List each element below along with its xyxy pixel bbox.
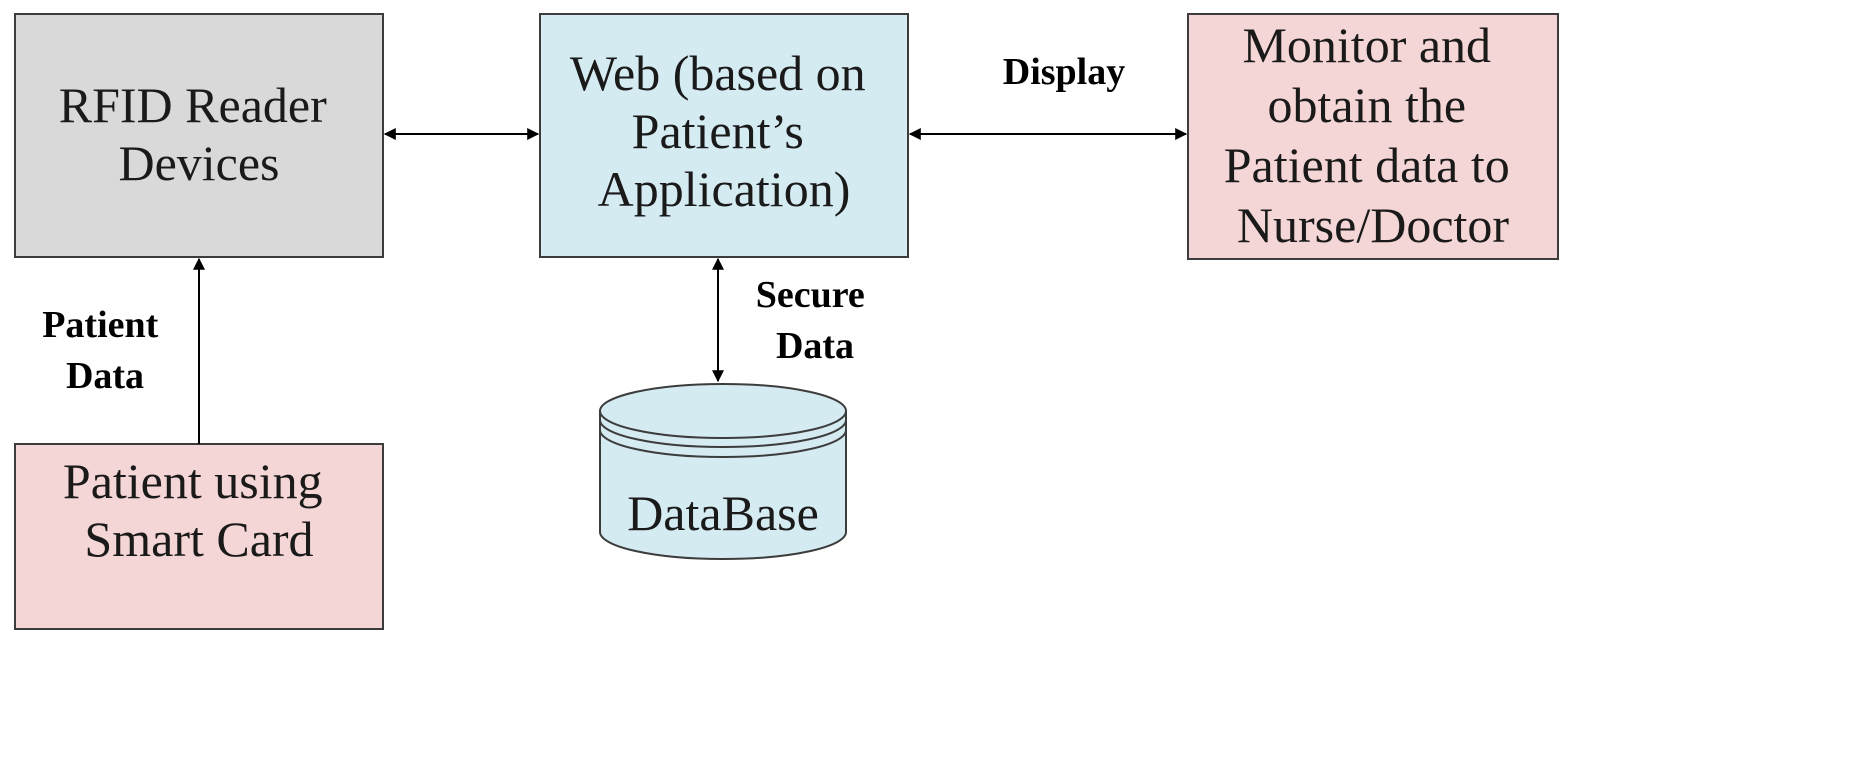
web-application-box: [539, 13, 909, 258]
database-cylinder-body: [599, 410, 847, 560]
monitor-label-line: obtain the: [1267, 77, 1466, 133]
web-application-label-line: Web (based on: [570, 45, 866, 101]
web-application-label-line: Patient’s: [632, 103, 804, 159]
patient-smart-card-label-line: Smart Card: [84, 511, 313, 567]
monitor-label-line: Nurse/Doctor: [1237, 197, 1509, 253]
database-label: DataBase: [627, 485, 819, 541]
patient-smart-card-box: [14, 443, 384, 630]
database-cylinder-top: [599, 383, 847, 439]
database-node: DataBase: [599, 383, 847, 560]
web-application-label: Web (based on Patient’s Application): [570, 45, 878, 217]
patient-smart-card-node: Patient using Smart Card: [14, 443, 384, 630]
monitor-label: Monitor and obtain the Patient data to N…: [1224, 17, 1523, 253]
database-cylinder-ring: [599, 429, 847, 458]
web-application-label-line: Application): [598, 161, 851, 217]
rfid-reader-label-line: Devices: [118, 135, 279, 191]
rfid-reader-label: RFID Reader Devices: [59, 77, 340, 191]
secure-data-edge-label-line: Secure: [756, 274, 865, 316]
display-edge-label: Display: [1003, 51, 1125, 93]
monitor-box: [1187, 13, 1559, 260]
patient-smart-card-label-line: Patient using: [63, 453, 323, 509]
database-cylinder-ring: [599, 419, 847, 448]
rfid-reader-node: RFID Reader Devices: [14, 13, 384, 258]
rfid-reader-box: [14, 13, 384, 258]
patient-smart-card-label: Patient using Smart Card: [63, 453, 335, 567]
monitor-label-line: Monitor and: [1242, 17, 1491, 73]
monitor-label-line: Patient data to: [1224, 137, 1510, 193]
web-application-node: Web (based on Patient’s Application): [539, 13, 909, 258]
secure-data-edge-label-line: Data: [776, 325, 854, 367]
secure-data-edge-label: Secure Data: [756, 274, 875, 367]
monitor-node: Monitor and obtain the Patient data to N…: [1187, 13, 1559, 260]
rfid-reader-label-line: RFID Reader: [59, 77, 327, 133]
patient-data-edge-label-line: Data: [66, 355, 144, 397]
patient-data-edge-label-line: Patient: [42, 304, 158, 346]
patient-data-edge-label: Patient Data: [42, 304, 168, 397]
